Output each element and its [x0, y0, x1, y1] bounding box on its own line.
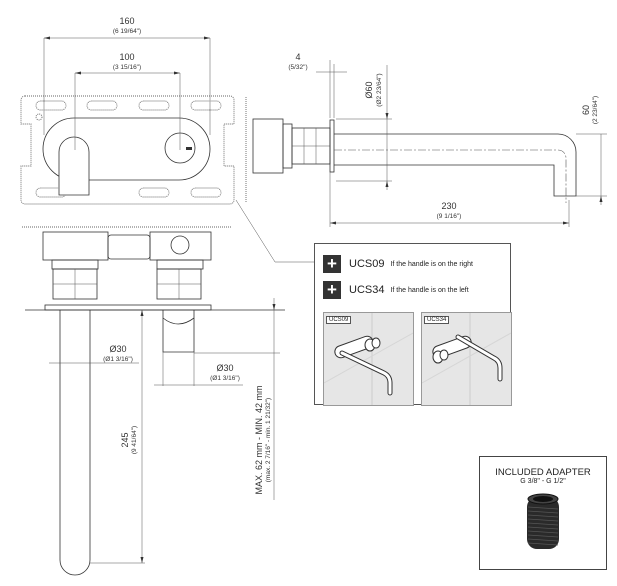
threaded-adapter-icon — [527, 493, 559, 549]
top-view: Ø30 (Ø1 3/16") Ø30 (Ø1 3/16") 245 (9 41/… — [22, 226, 285, 576]
option-code: UCS34 — [349, 284, 385, 296]
dim-245-mm: 245 — [120, 432, 130, 447]
spout-side — [334, 133, 577, 197]
faucet-right-handle-illustration — [324, 313, 413, 405]
spout-top — [59, 310, 91, 576]
thumbnail-label: UCS09 — [326, 316, 352, 324]
faucet-left-handle-illustration — [422, 313, 511, 405]
thumbnail-ucs09: UCS09 — [323, 312, 414, 406]
dim-diam60-mm: Ø60 — [364, 81, 374, 98]
plus-icon: + — [323, 255, 341, 273]
side-view: 4 (5/32") Ø60 (Ø2 23/64") 60 (2 23/64") … — [245, 52, 607, 227]
adapter-subtitle: G 3/8" - G 1/2" — [520, 478, 566, 485]
dim-diam30-spout-mm: Ø30 — [109, 344, 126, 354]
dim-diam30-spout-inch: (Ø1 3/16") — [103, 356, 133, 363]
dim-wall-depth-mm: MAX. 62 mm - MIN. 42 mm — [254, 385, 264, 494]
spout-options-panel: + UCS09 If the handle is on the right + … — [314, 243, 512, 406]
dim-diam30-handle-mm: Ø30 — [216, 363, 233, 373]
dim-160-inch: (6 19/64") — [113, 28, 141, 35]
included-adapter-box: INCLUDED ADAPTER G 3/8" - G 1/2" — [479, 456, 607, 570]
mounting-plate — [20, 95, 235, 205]
thumbnail-label: UCS34 — [424, 316, 450, 324]
dim-diam60-inch: (Ø2 23/64") — [376, 73, 383, 106]
dim-4-inch: (5/32") — [288, 64, 307, 71]
option-description: If the handle is on the right — [390, 260, 473, 268]
dim-230-mm: 230 — [441, 201, 456, 211]
dim-230-inch: (9 1/16") — [437, 213, 462, 220]
leader-line — [235, 199, 318, 263]
dim-245-inch: (9 41/64") — [131, 426, 138, 454]
option-ucs34: + UCS34 If the handle is on the left — [323, 281, 469, 299]
dim-100-inch: (3 15/16") — [113, 64, 141, 71]
plate-slots — [35, 100, 222, 198]
front-view: 160 (6 19/64") 100 (3 15/16") — [20, 16, 235, 205]
dim-160-mm: 160 — [119, 16, 134, 26]
dim-wall-depth-inch: (max. 2 7/16" - min. 1 21/32") — [265, 398, 272, 482]
plus-icon: + — [323, 281, 341, 299]
spout-front — [58, 136, 90, 196]
adapter-title: INCLUDED ADAPTER — [495, 467, 591, 478]
dim-100-mm: 100 — [119, 52, 134, 62]
thumbnail-ucs34: UCS34 — [421, 312, 512, 406]
dim-diam30-handle-inch: (Ø1 3/16") — [210, 375, 240, 382]
dim-60-mm: 60 — [581, 105, 591, 115]
option-code: UCS09 — [349, 258, 385, 270]
option-ucs09: + UCS09 If the handle is on the right — [323, 255, 473, 273]
option-description: If the handle is on the left — [390, 286, 469, 294]
dim-60-inch: (2 23/64") — [592, 96, 599, 124]
handle-indicator — [186, 147, 192, 150]
dim-4-mm: 4 — [295, 52, 300, 62]
